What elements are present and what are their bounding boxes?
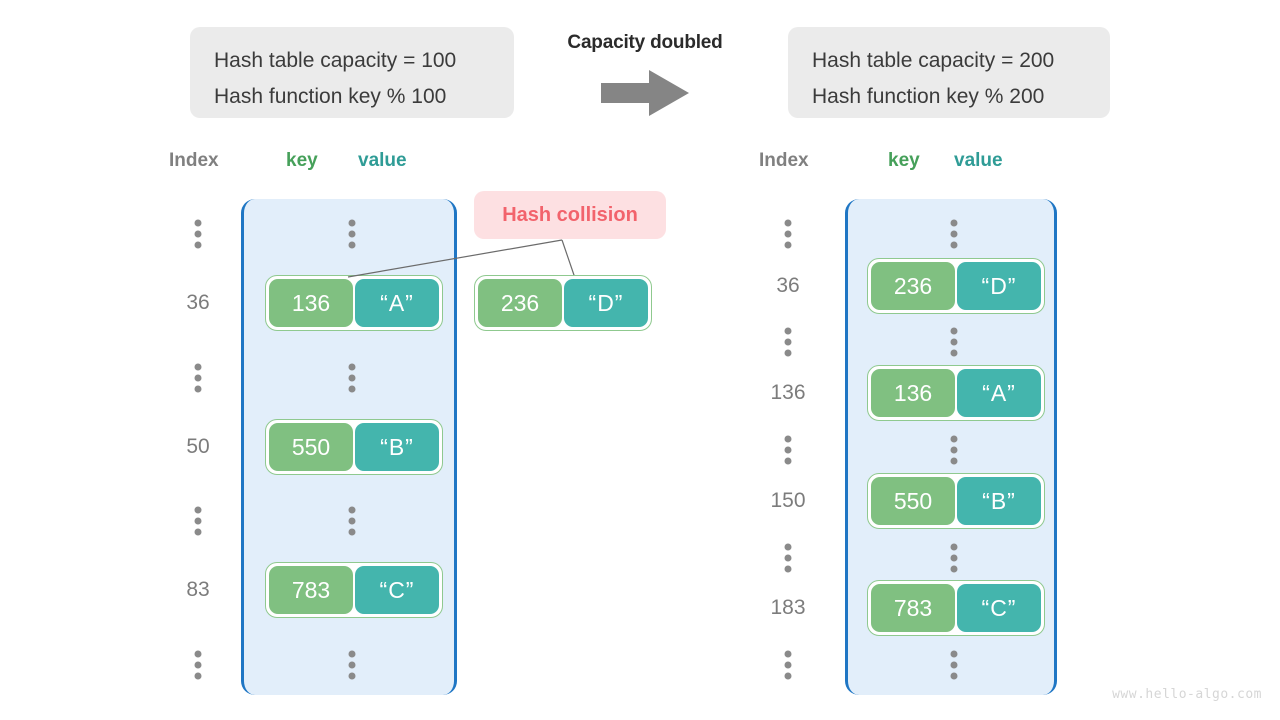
table-ellipsis bbox=[950, 543, 958, 573]
value-box: “A” bbox=[957, 369, 1041, 417]
index-ellipsis bbox=[784, 435, 792, 465]
key-box: 550 bbox=[871, 477, 955, 525]
index-ellipsis bbox=[784, 327, 792, 357]
hash-collision-callout: Hash collision bbox=[474, 191, 666, 239]
hash-table-left: 136“A” 550“B” 783“C” bbox=[241, 199, 457, 695]
key-box: 550 bbox=[269, 423, 353, 471]
value-box: “B” bbox=[355, 423, 439, 471]
header-index-left: Index bbox=[169, 150, 219, 171]
table-ellipsis bbox=[950, 435, 958, 465]
caption-box-right: Hash table capacity = 200 Hash function … bbox=[788, 27, 1110, 118]
watermark: www.hello-algo.com bbox=[1112, 687, 1262, 702]
index-ellipsis bbox=[784, 650, 792, 680]
capacity-doubled-label: Capacity doubled bbox=[567, 32, 723, 53]
index-ellipsis bbox=[194, 650, 202, 680]
index-ellipsis bbox=[194, 363, 202, 393]
column-headers-left: Index key value bbox=[150, 150, 510, 176]
table-ellipsis bbox=[950, 219, 958, 249]
key-box: 236 bbox=[871, 262, 955, 310]
value-box: “C” bbox=[957, 584, 1041, 632]
table-ellipsis bbox=[950, 327, 958, 357]
table-ellipsis bbox=[950, 650, 958, 680]
index-cell: 150 bbox=[770, 489, 806, 512]
value-box: “D” bbox=[957, 262, 1041, 310]
key-value-pair[interactable]: 550“B” bbox=[265, 419, 443, 475]
index-ellipsis bbox=[194, 219, 202, 249]
caption-right-line1: Hash table capacity = 200 bbox=[812, 49, 1055, 72]
value-box: “C” bbox=[355, 566, 439, 614]
table-ellipsis bbox=[348, 219, 356, 249]
header-index-right: Index bbox=[759, 150, 809, 171]
index-ellipsis bbox=[784, 219, 792, 249]
key-box: 136 bbox=[871, 369, 955, 417]
caption-left-line1: Hash table capacity = 100 bbox=[214, 49, 457, 72]
value-box: “B” bbox=[957, 477, 1041, 525]
index-ellipsis bbox=[194, 506, 202, 536]
header-value-left: value bbox=[358, 150, 407, 171]
key-value-pair[interactable]: 783“C” bbox=[265, 562, 443, 618]
table-ellipsis bbox=[348, 506, 356, 536]
key-box: 783 bbox=[871, 584, 955, 632]
key-box: 236 bbox=[478, 279, 562, 327]
value-box: “D” bbox=[564, 279, 648, 327]
index-cell: 36 bbox=[186, 291, 210, 314]
caption-box-left: Hash table capacity = 100 Hash function … bbox=[190, 27, 514, 118]
orphan-key-value-pair[interactable]: 236“D” bbox=[474, 275, 652, 331]
header-key-left: key bbox=[286, 150, 318, 171]
header-value-right: value bbox=[954, 150, 1003, 171]
table-ellipsis bbox=[348, 363, 356, 393]
key-box: 783 bbox=[269, 566, 353, 614]
column-headers-right: Index key value bbox=[740, 150, 1100, 176]
header-key-right: key bbox=[888, 150, 920, 171]
table-ellipsis bbox=[348, 650, 356, 680]
key-value-pair[interactable]: 236“D” bbox=[867, 258, 1045, 314]
hash-collision-label: Hash collision bbox=[502, 203, 638, 226]
hash-table-right: 236“D” 136“A” 550“B” 783“C” bbox=[845, 199, 1057, 695]
index-column-left: 36 50 83 bbox=[162, 199, 234, 695]
index-cell: 183 bbox=[770, 596, 806, 619]
arrow-right-icon bbox=[601, 70, 689, 116]
index-cell: 50 bbox=[186, 435, 210, 458]
index-cell: 83 bbox=[186, 578, 210, 601]
key-box: 136 bbox=[269, 279, 353, 327]
index-column-right: 36 136 150 183 bbox=[752, 199, 824, 695]
index-cell: 36 bbox=[776, 274, 800, 297]
caption-left-line2: Hash function key % 100 bbox=[214, 85, 447, 108]
key-value-pair[interactable]: 783“C” bbox=[867, 580, 1045, 636]
value-box: “A” bbox=[355, 279, 439, 327]
key-value-pair[interactable]: 136“A” bbox=[867, 365, 1045, 421]
key-value-pair[interactable]: 136“A” bbox=[265, 275, 443, 331]
key-value-pair[interactable]: 550“B” bbox=[867, 473, 1045, 529]
index-cell: 136 bbox=[770, 381, 806, 404]
index-ellipsis bbox=[784, 543, 792, 573]
caption-right-line2: Hash function key % 200 bbox=[812, 85, 1045, 108]
